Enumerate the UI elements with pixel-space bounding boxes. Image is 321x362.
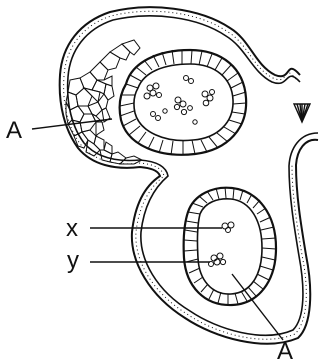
label-a-lower: A [277, 338, 293, 362]
lower-vesicle [184, 187, 276, 305]
outer-sac-stipple [64, 11, 307, 339]
outer-sac-outer-wall [60, 7, 318, 343]
label-x: x [66, 215, 78, 242]
lower-vesicle-inner [197, 199, 262, 294]
mesenchyme-cells [66, 40, 142, 164]
cluster-y [209, 253, 226, 267]
label-a-upper: A [6, 117, 22, 144]
upper-tube-outer [120, 50, 247, 155]
leader-a-lower [232, 274, 283, 340]
outer-sac [60, 7, 318, 343]
upper-tube-inner [134, 64, 233, 140]
upper-tube [120, 50, 247, 155]
label-y: y [67, 247, 79, 274]
funnel-arrow-icon [294, 104, 310, 122]
upper-tube-clusters [144, 76, 215, 125]
cluster-x [222, 222, 234, 233]
